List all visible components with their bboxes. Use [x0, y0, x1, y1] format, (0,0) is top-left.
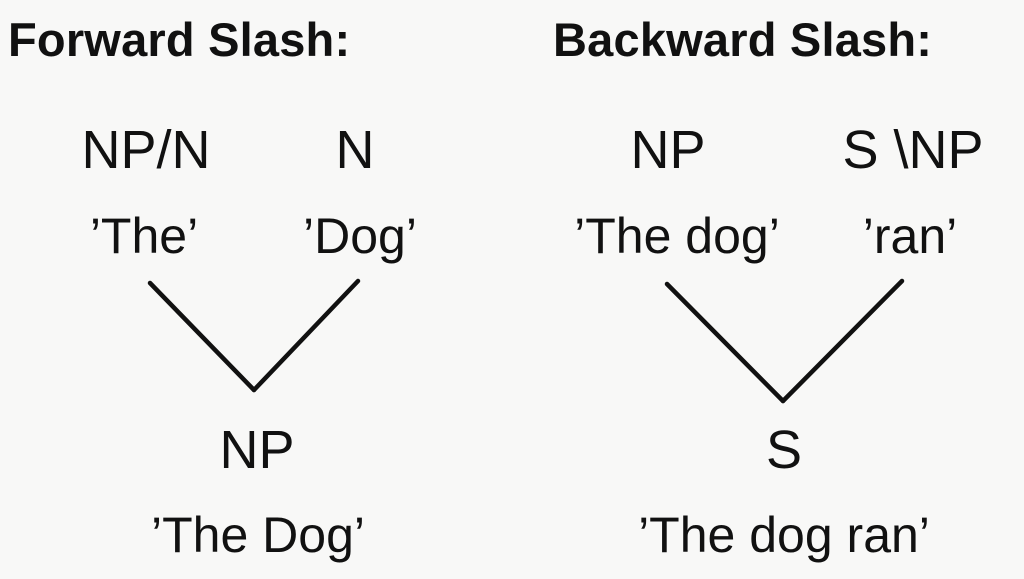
- backward-result-phrase: ’The dog ran’: [638, 507, 930, 563]
- backward-right-word: ’ran’: [862, 208, 958, 264]
- forward-left-branch: [147, 280, 257, 393]
- forward-combination-connector: [147, 278, 361, 393]
- backward-slash-heading: Backward Slash:: [553, 13, 933, 66]
- backward-right-category: S \NP: [842, 120, 984, 180]
- backward-right-branch: [780, 278, 905, 404]
- forward-right-category: N: [335, 120, 375, 180]
- forward-result-phrase: ’The Dog’: [151, 507, 365, 563]
- forward-right-branch: [251, 278, 361, 393]
- forward-right-word: ’Dog’: [303, 208, 417, 264]
- backward-left-word: ’The dog’: [574, 208, 780, 264]
- forward-slash-panel: Forward Slash: NP/N ’The’ N ’Dog’ NP ’Th…: [8, 13, 417, 563]
- backward-result-category: S: [765, 420, 803, 480]
- backward-left-branch: [664, 281, 786, 404]
- forward-left-word: ’The’: [89, 208, 199, 264]
- forward-slash-heading: Forward Slash:: [8, 13, 351, 66]
- backward-left-category: NP: [630, 120, 706, 180]
- backward-combination-connector: [664, 278, 905, 404]
- forward-left-category: NP/N: [81, 120, 211, 180]
- forward-result-category: NP: [219, 420, 295, 480]
- backward-slash-panel: Backward Slash: NP ’The dog’ S \NP ’ran’…: [512, 0, 1024, 579]
